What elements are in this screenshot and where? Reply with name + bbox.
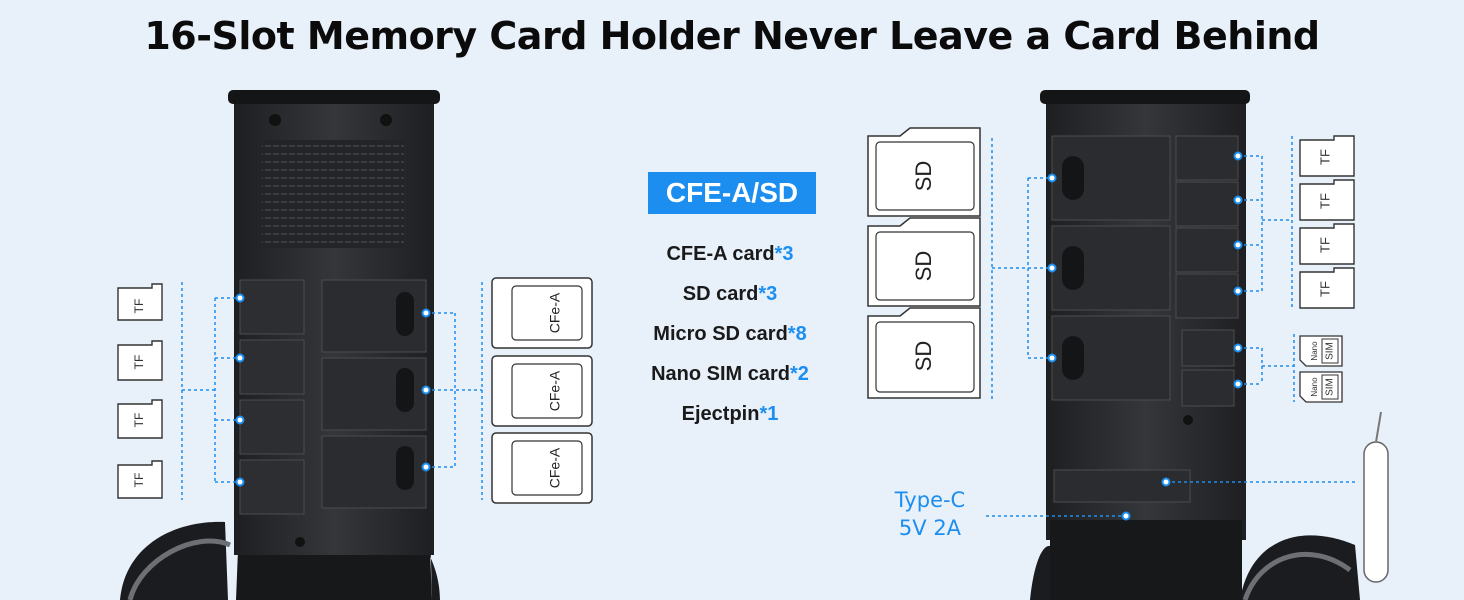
tf-card: TF bbox=[117, 340, 163, 381]
tf-label: TF bbox=[1317, 281, 1332, 297]
cfe-label: CFe-A bbox=[547, 370, 563, 411]
tf-label: TF bbox=[132, 473, 146, 488]
spec-item: SD card*3 bbox=[560, 283, 900, 306]
sim-label: SIM bbox=[1325, 342, 1336, 360]
spec-label: Nano SIM card bbox=[651, 363, 790, 385]
tf-card: TF bbox=[117, 283, 163, 321]
nano-sim-card: Nano SIM bbox=[1299, 371, 1343, 403]
sd-label: SD bbox=[911, 161, 936, 192]
spec-label: Micro SD card bbox=[653, 323, 788, 345]
spec-label: CFE-A card bbox=[666, 243, 775, 265]
tf-card-group-right: TF TF TF TF bbox=[1299, 135, 1355, 309]
spec-label: Ejectpin bbox=[681, 403, 760, 425]
tf-card: TF bbox=[117, 460, 163, 499]
nano-sim-card: Nano SIM bbox=[1299, 335, 1343, 367]
spec-item: Micro SD card*8 bbox=[560, 323, 900, 346]
spec-count: *1 bbox=[759, 403, 779, 425]
tf-card: TF bbox=[1299, 223, 1355, 265]
tf-card: TF bbox=[1299, 179, 1355, 221]
spec-item: Nano SIM card*2 bbox=[560, 363, 900, 386]
cfe-card: CFe-A bbox=[491, 277, 593, 349]
spec-count: *2 bbox=[790, 363, 809, 385]
sd-card: SD bbox=[867, 217, 981, 307]
category-badge: CFE-A/SD bbox=[648, 172, 816, 214]
nano-label: Nano bbox=[1310, 341, 1319, 361]
connector-lines-right bbox=[986, 136, 1358, 517]
tf-card: TF bbox=[1299, 135, 1355, 177]
cfe-card: CFe-A bbox=[491, 355, 593, 427]
spec-item: Ejectpin*1 bbox=[560, 403, 900, 426]
spec-count: *3 bbox=[758, 283, 778, 305]
nano-sim-group: Nano SIM Nano SIM bbox=[1299, 335, 1343, 403]
page-title: 16-Slot Memory Card Holder Never Leave a… bbox=[144, 14, 1320, 58]
right-device bbox=[1030, 90, 1360, 600]
tf-label: TF bbox=[132, 299, 146, 314]
left-device bbox=[120, 90, 440, 600]
tf-card: TF bbox=[1299, 267, 1355, 309]
sd-card-group: SD SD SD bbox=[867, 127, 981, 399]
spec-count: *3 bbox=[774, 243, 794, 265]
sd-label: SD bbox=[911, 251, 936, 282]
tf-card-group-left: TF TF TF TF bbox=[117, 283, 163, 499]
cfe-card: CFe-A bbox=[491, 432, 593, 504]
nano-label: Nano bbox=[1310, 377, 1319, 397]
spec-count: *8 bbox=[787, 323, 807, 345]
sd-label: SD bbox=[911, 341, 936, 372]
cfe-label: CFe-A bbox=[547, 292, 563, 333]
tf-label: TF bbox=[1317, 193, 1332, 209]
cfe-card-group: CFe-A CFe-A CFe-A bbox=[491, 277, 593, 504]
spec-label: SD card bbox=[682, 283, 759, 305]
port-label-power: 5V 2A bbox=[898, 516, 962, 540]
tf-card: TF bbox=[117, 399, 163, 439]
cfe-label: CFe-A bbox=[547, 447, 563, 488]
port-label-type: Type-C bbox=[894, 488, 966, 512]
tf-label: TF bbox=[132, 355, 146, 370]
sim-label: SIM bbox=[1325, 378, 1336, 396]
spec-item: CFE-A card*3 bbox=[560, 243, 900, 266]
eject-pin-icon bbox=[1363, 411, 1389, 583]
sd-card: SD bbox=[867, 307, 981, 399]
sd-card: SD bbox=[867, 127, 981, 217]
tf-label: TF bbox=[132, 413, 146, 428]
tf-label: TF bbox=[1317, 149, 1332, 165]
tf-label: TF bbox=[1317, 237, 1332, 253]
